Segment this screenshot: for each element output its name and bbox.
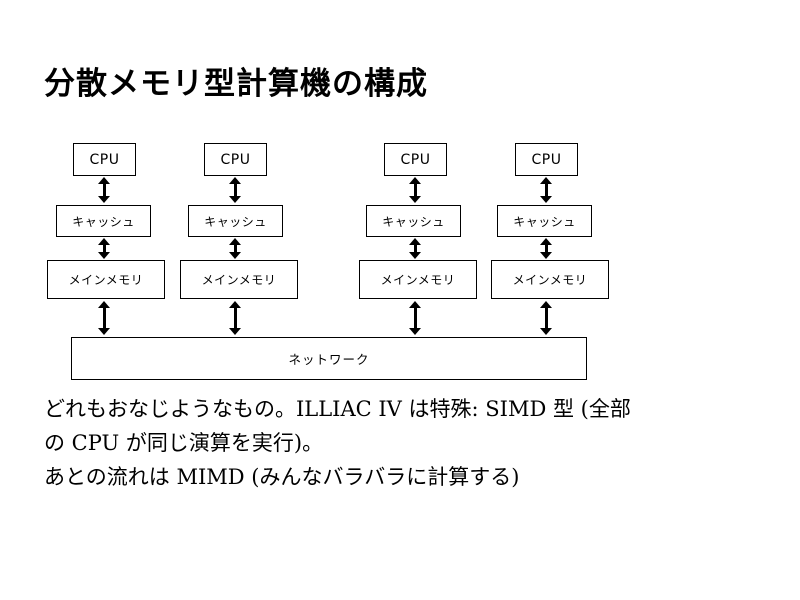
- arrow-memory-network-1: [98, 301, 111, 335]
- cpu-box-3[interactable]: CPU: [384, 143, 447, 176]
- arrow-memory-network-2: [229, 301, 242, 335]
- arrow-cache-memory-2: [229, 238, 242, 259]
- cpu-box-4[interactable]: CPU: [515, 143, 578, 176]
- cache-box-4[interactable]: キャッシュ: [497, 205, 592, 237]
- arrow-cpu-cache-3: [409, 177, 422, 203]
- body-text: どれもおなじようなもの。ILLIAC IV は特殊: SIMD 型 (全部 の …: [44, 392, 784, 494]
- cache-box-1[interactable]: キャッシュ: [56, 205, 151, 237]
- memory-box-4[interactable]: メインメモリ: [491, 260, 609, 299]
- body-line-2: の CPU が同じ演算を実行)。: [44, 431, 324, 455]
- arrow-memory-network-3: [409, 301, 422, 335]
- memory-box-2[interactable]: メインメモリ: [180, 260, 298, 299]
- cpu-box-2[interactable]: CPU: [204, 143, 267, 176]
- arrow-cache-memory-3: [409, 238, 422, 259]
- memory-box-1[interactable]: メインメモリ: [47, 260, 165, 299]
- network-box[interactable]: ネットワーク: [71, 337, 587, 380]
- arrow-cpu-cache-2: [229, 177, 242, 203]
- arrow-cache-memory-4: [540, 238, 553, 259]
- cache-box-2[interactable]: キャッシュ: [188, 205, 283, 237]
- memory-box-3[interactable]: メインメモリ: [359, 260, 477, 299]
- cpu-box-1[interactable]: CPU: [73, 143, 136, 176]
- page-title: 分散メモリ型計算機の構成: [44, 66, 428, 102]
- arrow-cpu-cache-4: [540, 177, 553, 203]
- arrow-cpu-cache-1: [98, 177, 111, 203]
- body-line-1: どれもおなじようなもの。ILLIAC IV は特殊: SIMD 型 (全部: [44, 397, 631, 421]
- arrow-memory-network-4: [540, 301, 553, 335]
- cache-box-3[interactable]: キャッシュ: [366, 205, 461, 237]
- arrow-cache-memory-1: [98, 238, 111, 259]
- body-line-3: あとの流れは MIMD (みんなバラバラに計算する): [44, 465, 520, 489]
